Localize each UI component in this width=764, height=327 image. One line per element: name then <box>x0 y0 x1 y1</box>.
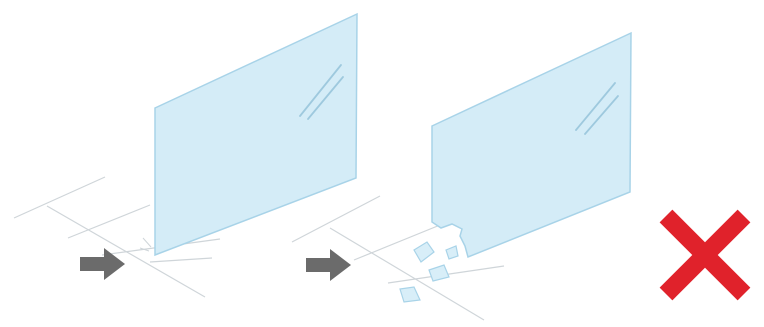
scene-chipped-glass <box>291 31 632 321</box>
red-x-icon <box>659 209 751 301</box>
glass-shards <box>399 241 459 303</box>
shard <box>445 245 459 260</box>
glass-panel-intact <box>154 12 358 257</box>
shard <box>399 286 421 303</box>
glass-panel-chipped <box>431 31 632 259</box>
scene-intact-glass <box>13 12 358 298</box>
reflection-lines <box>299 64 344 120</box>
floor-grid-left <box>13 176 221 298</box>
right-arrow-icon <box>306 249 351 281</box>
shard <box>413 241 435 263</box>
reflection-lines <box>575 82 619 135</box>
shard <box>428 264 450 282</box>
right-arrow-icon <box>80 248 125 280</box>
corner-marks <box>139 237 152 252</box>
